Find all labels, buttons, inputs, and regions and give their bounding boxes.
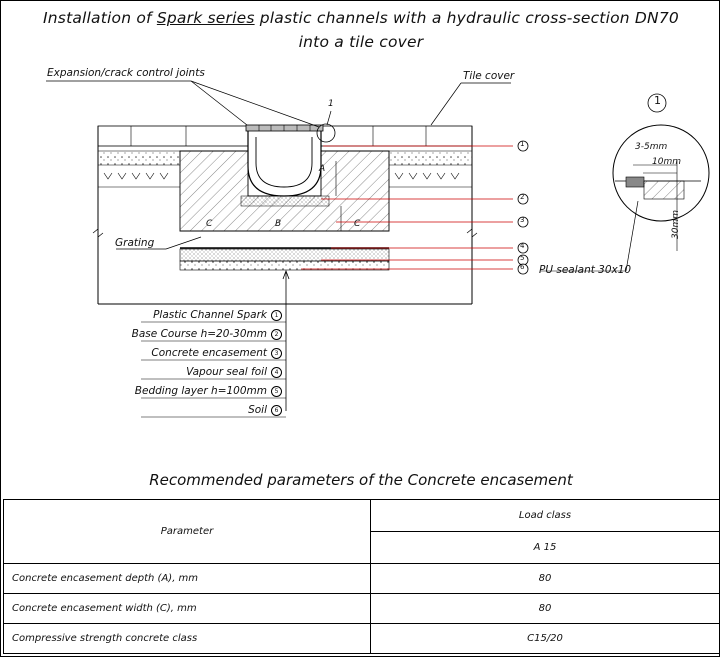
detail-number: 1: [654, 94, 661, 107]
detail-sealant: PU sealant 30x10: [539, 264, 632, 276]
label-tile-cover: Tile cover: [463, 70, 515, 82]
callout-2: 2: [520, 193, 525, 201]
title-line-2: into a tile cover: [298, 33, 424, 51]
detail-dim-depth: 30mm: [671, 210, 681, 239]
param-value: C15/20: [370, 623, 720, 654]
param-value: 80: [370, 593, 720, 624]
callout-3: 3: [520, 216, 525, 224]
param-name: Concrete encasement width (C), mm: [3, 593, 371, 624]
label-grating: Grating: [115, 237, 155, 249]
label-expansion-joints: Expansion/crack control joints: [47, 67, 205, 79]
callout-5: 5: [520, 254, 525, 262]
param-header: Parameter: [3, 499, 371, 564]
label-detail-callout: 1: [328, 99, 334, 109]
dim-c-left: C: [206, 219, 213, 229]
load-class-header: Load class: [370, 499, 720, 532]
param-name: Concrete encasement depth (A), mm: [3, 563, 371, 594]
callout-4: 4: [520, 242, 525, 250]
title-line-1: Installation of Spark series plastic cha…: [43, 9, 679, 27]
param-value: 80: [370, 563, 720, 594]
title-series: Spark series: [156, 9, 255, 27]
params-table: Parameter Load class A 15 Concrete encas…: [3, 499, 720, 654]
dim-b: B: [275, 219, 282, 229]
dim-c-right: C: [354, 219, 361, 229]
table-caption: Recommended parameters of the Concrete e…: [149, 471, 573, 489]
dim-a: A: [319, 164, 326, 174]
table-row: Concrete encasement depth (A), mm 80: [3, 563, 720, 594]
load-class-value: A 15: [370, 531, 720, 564]
detail-dim-width: 10mm: [652, 157, 681, 167]
detail-dim-gap: 3-5mm: [635, 142, 668, 152]
table-row: Concrete encasement width (C), mm 80: [3, 593, 720, 624]
callout-6: 6: [520, 263, 525, 271]
table-row: Compressive strength concrete class C15/…: [3, 623, 720, 654]
callout-1: 1: [520, 140, 525, 148]
param-name: Compressive strength concrete class: [3, 623, 371, 654]
